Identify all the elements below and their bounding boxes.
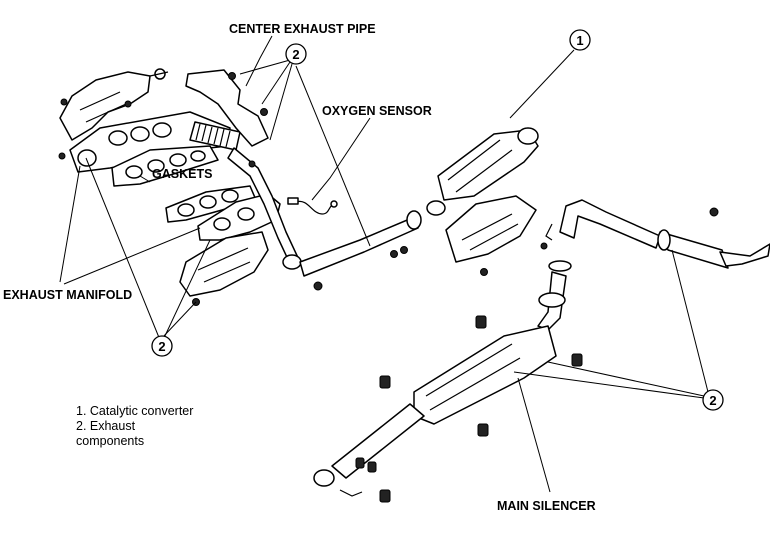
callout-1: 1 [569,29,591,51]
callout-2-bottom-left-number: 2 [158,339,165,354]
upper-heat-shield [59,68,169,141]
converter-heat-shield [445,195,537,276]
callout-1-number: 1 [576,33,583,48]
upper-bracket [185,69,269,147]
rear-pipe [545,199,770,272]
label-oxygen-sensor: OXYGEN SENSOR [322,104,432,118]
main-silencer [313,325,557,497]
bolts [58,98,548,250]
rear-exhaust-manifold [197,193,281,241]
legend-item-2-line-1: 2. Exhaust [76,419,136,433]
callout-2-right: 2 [702,389,724,411]
legend-item-1: 1. Catalytic converter [76,404,194,418]
callout-2-bottom-left: 2 [151,335,173,357]
label-gaskets: GASKETS [152,167,212,181]
callout-2-right-number: 2 [709,393,716,408]
callout-2-top-number: 2 [292,47,299,62]
leader-lines [59,35,709,493]
oxygen-sensor [287,197,338,215]
gasket-upper [111,145,219,187]
center-exhaust-pipe [299,210,422,277]
label-center-exhaust-pipe: CENTER EXHAUST PIPE [229,22,376,36]
catalytic-converter [426,127,539,216]
callout-2-top: 2 [285,43,307,65]
label-main-silencer: MAIN SILENCER [497,499,596,513]
legend: 1. Catalytic converter 2. Exhaust compon… [76,404,193,449]
rubber-hangers [355,315,583,503]
label-exhaust-manifold: EXHAUST MANIFOLD [3,288,132,302]
legend-item-2-line-2: components [76,434,145,448]
intermediate-pipe [537,271,567,331]
lower-heat-shield [179,231,269,306]
